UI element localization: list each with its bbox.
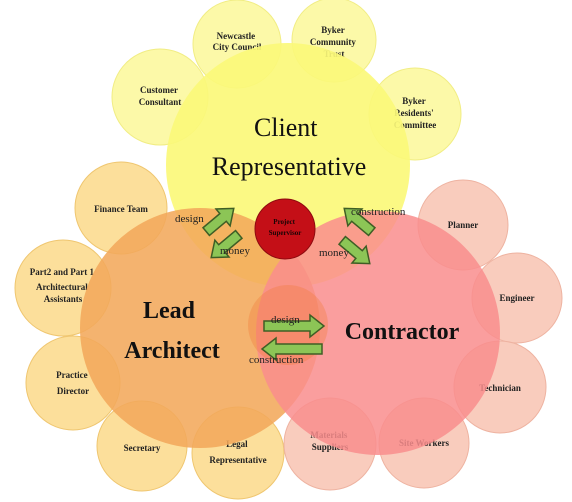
member-label: Suppliers [312,442,349,452]
arrow-design-to-client [201,207,235,237]
member-label: City Council [213,42,262,52]
member-label: Finance Team [94,204,148,214]
svg-text:Byker Residents' C: Byker Residents' Committee [394,96,436,130]
svg-text:Customer Consultant: Customer Consultant [139,85,182,107]
flow-label-design-contractor: design [271,314,300,326]
member-label: Residents' [394,108,434,118]
member-label: Byker [402,96,426,106]
flow-label-money-architect: money [220,245,250,257]
svg-text:Planner: Planner [448,220,479,230]
svg-text:Practice Director: Practice Director [56,370,90,396]
contractor-circle [256,211,500,455]
svg-text:Technician: Technician [479,383,521,393]
svg-text:Finance Team: Finance Team [94,204,148,214]
member-label: Newcastle [217,31,255,41]
flow-label-money-contractor: money [319,247,349,259]
member-label: Community [310,37,357,47]
svg-text:Legal Representative: Legal Representative [209,439,266,465]
svg-text:Secretary: Secretary [124,443,161,453]
project-supervisor-node: Project Supervisor [254,198,316,260]
flow-label-design-client: design [175,213,204,225]
flow-label-construction-client: construction [351,206,406,218]
member-label: Customer [140,85,178,95]
member-label: Engineer [500,293,535,303]
svg-text:Project Supervisor: Project Supervisor [269,218,302,237]
client-title-line1: Client [254,113,318,142]
svg-text:Contractor: Contractor [345,319,460,345]
member-label: Committee [394,120,436,130]
member-label: Consultant [139,97,182,107]
arrow-design-to-contractor [263,313,326,339]
svg-text:Engineer: Engineer [500,293,535,303]
member-label: Practice [56,370,87,380]
arrow-money-to-contractor [337,235,371,265]
svg-text:Lead Architect: Lead Architect [124,298,220,364]
member-label: Assistants [44,294,83,304]
flow-label-construction-architect: construction [249,354,304,366]
svg-text:Client Representative: Client Representative [212,113,367,181]
center-label: Supervisor [269,229,302,237]
svg-text:Newcastle City Council: Newcastle City Council [213,31,262,52]
member-label: Representative [209,455,266,465]
member-label: Byker [321,25,345,35]
member-label: Architectural [36,282,88,292]
member-label: Planner [448,220,479,230]
client-title-line2: Representative [212,152,367,181]
architect-title-line1: Lead [143,298,196,324]
svg-text:Part2 and Part 1 Archite: Part2 and Part 1 Architectural Assistant… [30,267,97,304]
contractor-title: Contractor [345,319,460,345]
arrow-construction-to-client [343,207,377,237]
member-label: Technician [479,383,521,393]
arrow-money-to-architect [210,229,244,259]
member-label: Secretary [124,443,161,453]
architect-title-line2: Architect [124,338,220,364]
member-label: Part2 and Part 1 [30,267,95,277]
member-label: Legal [226,439,248,449]
member-label: Director [57,386,89,396]
center-label: Project [273,218,295,226]
arrow-construction-to-architect [260,336,323,362]
lead-architect-circle [80,208,320,448]
